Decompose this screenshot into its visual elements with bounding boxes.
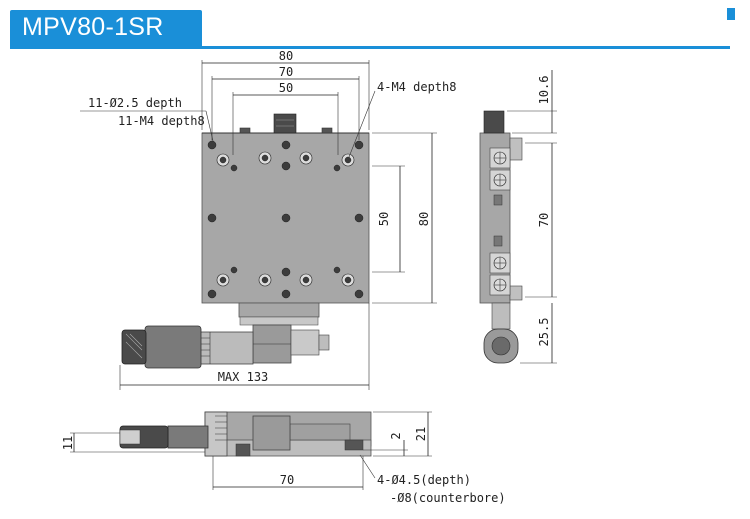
dim-bottom-2: 2 [389,432,403,439]
dim-right-80: 80 [417,212,431,226]
dim-top-70: 70 [279,65,293,79]
title-end-cap [727,8,735,20]
title-tab [10,10,202,48]
note-holes-m4: 11-M4 depth8 [118,114,205,128]
note-4-m4: 4-M4 depth8 [377,80,456,94]
dim-bottom-11: 11 [61,436,75,450]
title-underline [10,46,730,49]
dim-top-80: 80 [279,49,293,63]
note-counterbore: -Ø8(counterbore) [390,491,506,505]
dim-bottom-21: 21 [414,427,428,441]
bottom-view [70,411,432,490]
page-title: MPV80-1SR [22,13,164,41]
dim-right-50: 50 [377,212,391,226]
dim-bottom-70: 70 [280,473,294,487]
note-counterbore-depth: 4-Ø4.5(depth) [377,473,471,487]
dim-side-10-6: 10.6 [537,76,551,105]
dim-max-133: MAX 133 [218,370,269,384]
lock-knob [273,113,297,134]
dim-side-70: 70 [537,213,551,227]
side-view [479,70,557,364]
note-holes-diameter: 11-Ø2.5 depth [88,96,182,110]
dim-side-25-5: 25.5 [537,318,551,347]
dim-top-50: 50 [279,81,293,95]
top-view [80,60,437,390]
